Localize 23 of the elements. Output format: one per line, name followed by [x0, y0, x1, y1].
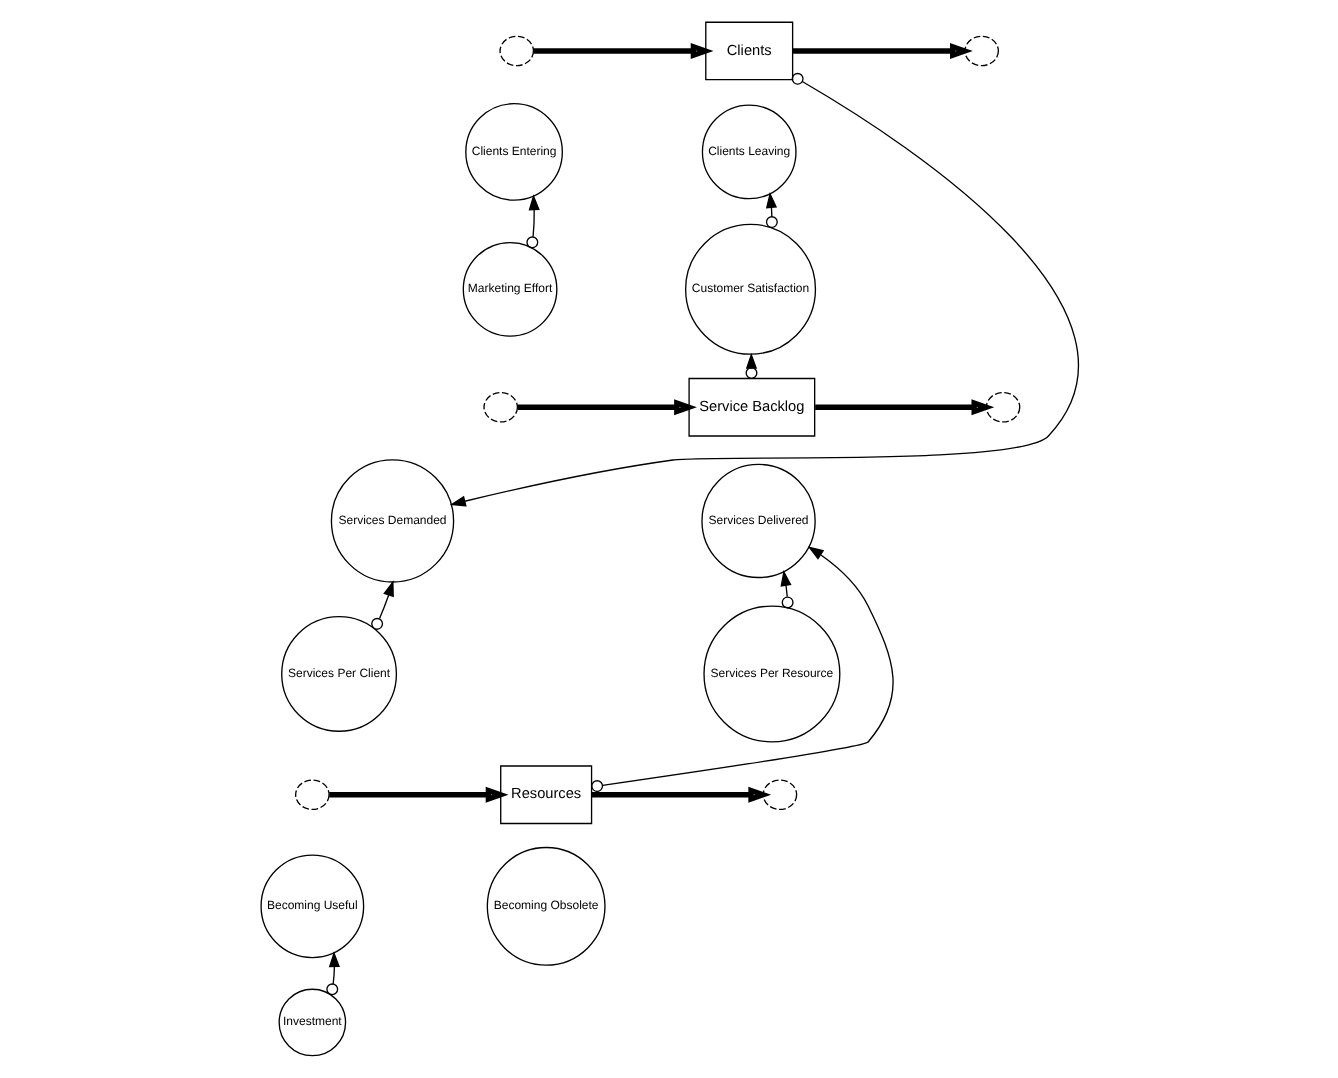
node-box: Service Backlog [687, 377, 815, 437]
arrow [590, 546, 893, 793]
node-box: Clients [704, 21, 793, 81]
arrow [448, 72, 1078, 507]
arrow [814, 399, 994, 416]
node-cloud [984, 391, 1020, 423]
arrow [328, 786, 508, 803]
arrow [764, 192, 777, 229]
arrow [779, 569, 793, 609]
arrow [325, 951, 339, 996]
arrow [532, 43, 713, 59]
arrow [590, 786, 771, 803]
node-box: Resources [499, 765, 592, 825]
arrow [791, 43, 972, 59]
node-cloud [963, 35, 999, 67]
arrow [525, 194, 539, 249]
node-cloud [498, 35, 534, 67]
node-cloud [761, 779, 797, 811]
arrow [744, 352, 757, 379]
arrow [516, 399, 696, 416]
node-cloud [482, 391, 518, 423]
arrow [370, 580, 393, 630]
node-cloud [293, 779, 329, 811]
